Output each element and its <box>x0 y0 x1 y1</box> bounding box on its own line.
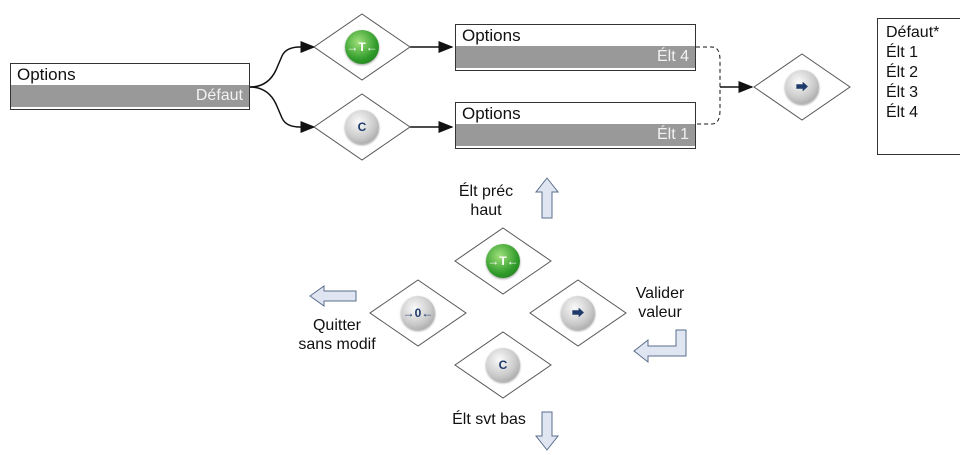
up-arrow-icon <box>534 177 560 219</box>
tare-key-icon: →T← <box>486 244 520 278</box>
label-line: Quitter <box>312 317 361 334</box>
list-item: Élt 3 <box>886 84 919 101</box>
list-item: Élt 4 <box>886 104 919 121</box>
split-connector-lower <box>249 86 316 133</box>
label-quit: Quitter sans modif <box>292 316 382 354</box>
tare-glyph: →T← <box>487 254 519 268</box>
label-line: sans modif <box>298 336 376 353</box>
label-line: haut <box>470 202 502 219</box>
tare-glyph: →T← <box>346 40 378 54</box>
options-value: Élt 1 <box>456 124 695 146</box>
zero-glyph: →0← <box>402 306 434 320</box>
split-connector <box>249 41 316 88</box>
left-arrow-icon <box>309 285 357 307</box>
down-arrow-icon <box>534 411 560 451</box>
options-value: Élt 4 <box>456 46 695 68</box>
enter-key-icon: ⮕ <box>561 296 595 330</box>
options-box-top: Options Élt 4 <box>455 24 696 71</box>
value-list: Défaut* Élt 1 Élt 2 Élt 3 Élt 4 <box>877 18 960 155</box>
label-validate: Valider valeur <box>628 284 692 322</box>
label-line: Élt préc <box>458 183 514 200</box>
enter-glyph: ⮕ <box>571 306 584 320</box>
options-value: Défaut <box>11 85 249 107</box>
label-line: Valider <box>635 285 685 302</box>
options-title: Options <box>462 26 521 45</box>
label-line: valeur <box>638 304 682 321</box>
options-box-main: Options Défaut <box>10 63 250 110</box>
clear-glyph: C <box>498 358 508 372</box>
tare-key-icon: →T← <box>345 30 379 64</box>
options-title: Options <box>462 104 521 123</box>
clear-glyph: C <box>357 120 367 134</box>
clear-key-icon: C <box>486 348 520 382</box>
zero-key-icon: →0← <box>401 296 435 330</box>
return-arrow-icon <box>633 329 687 364</box>
dashed-merge-connector <box>696 46 721 125</box>
label-next-down: Élt svt bas <box>452 411 526 428</box>
options-box-bottom: Options Élt 1 <box>455 102 696 149</box>
clear-key-icon: C <box>345 110 379 144</box>
enter-glyph: ⮕ <box>795 80 808 94</box>
label-prev-up: Élt préc haut <box>446 182 526 220</box>
list-item: Défaut* <box>886 24 940 41</box>
list-item: Élt 1 <box>886 44 919 61</box>
list-item: Élt 2 <box>886 64 919 81</box>
enter-key-icon: ⮕ <box>785 70 819 104</box>
options-title: Options <box>17 65 76 84</box>
